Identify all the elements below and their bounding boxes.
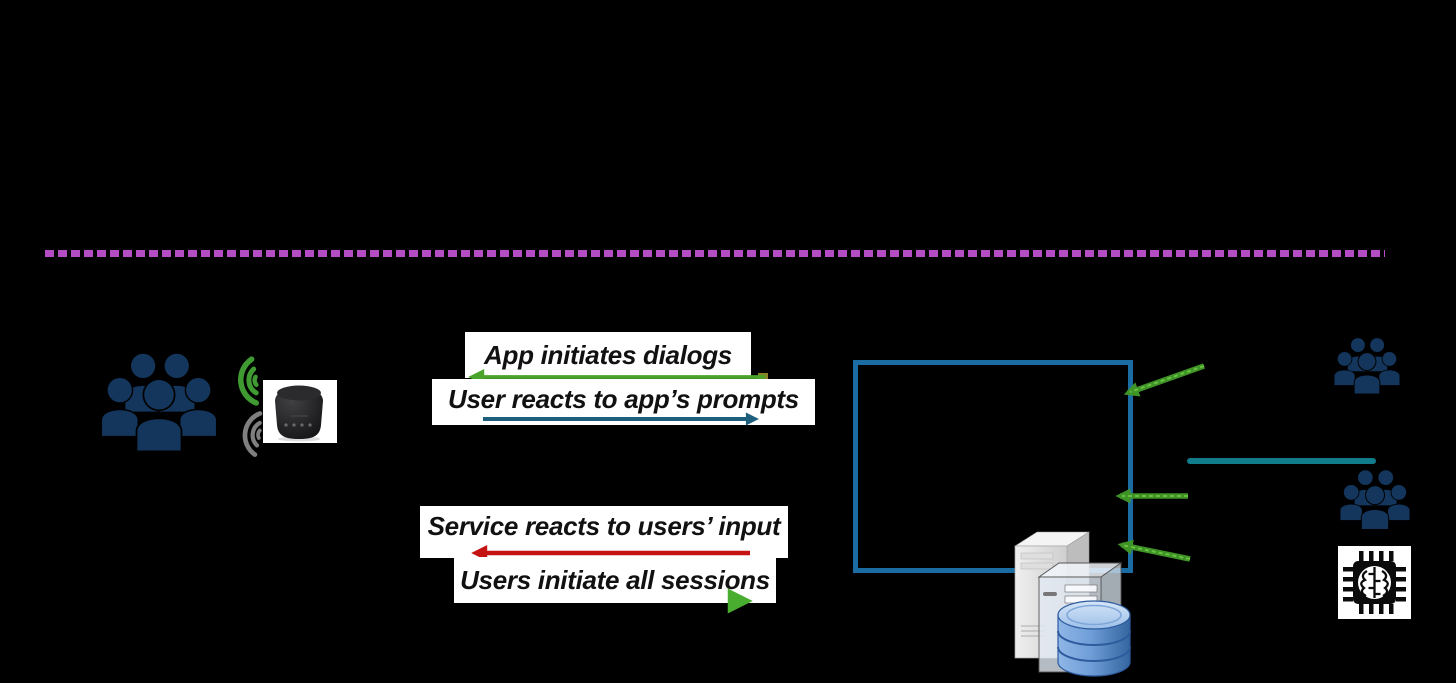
users-group-bottom-right-icon (1337, 468, 1413, 536)
ai-brain-chip-icon (1343, 551, 1406, 614)
users-group-top-right-icon (1332, 336, 1402, 400)
ai-chip-card (1338, 546, 1411, 619)
callout-users-initiate: Users initiate all sessions (454, 557, 776, 603)
server-database-icon (1013, 531, 1131, 677)
arrow-app-to-user-left (468, 369, 768, 385)
arrow-service-to-users-left (471, 545, 750, 561)
callout-users-initiate-label: Users initiate all sessions (460, 564, 770, 595)
arrow-into-service-bottom (1117, 539, 1191, 562)
callout-app-initiates: App initiates dialogs (465, 332, 751, 378)
smart-speaker-card (263, 380, 337, 443)
callout-user-reacts-label: User reacts to app’s prompts (448, 383, 799, 414)
speech-wave-in-icon (242, 411, 263, 457)
callout-service-reacts-label: Service reacts to users’ input (427, 510, 781, 541)
users-group-icon (96, 350, 222, 462)
arrow-into-service-top (1123, 363, 1205, 397)
arrow-user-to-app-right (483, 412, 759, 426)
arrow-into-service-middle (1115, 488, 1188, 504)
callout-app-initiates-label: App initiates dialogs (484, 339, 732, 370)
smart-speaker-icon (275, 385, 323, 442)
dashed-divider-line (45, 250, 1385, 257)
speech-wave-out-icon (238, 356, 260, 406)
teal-connector-line (1187, 458, 1376, 464)
arrow-users-to-service-right (462, 588, 753, 614)
service-boundary-box (853, 360, 1133, 573)
